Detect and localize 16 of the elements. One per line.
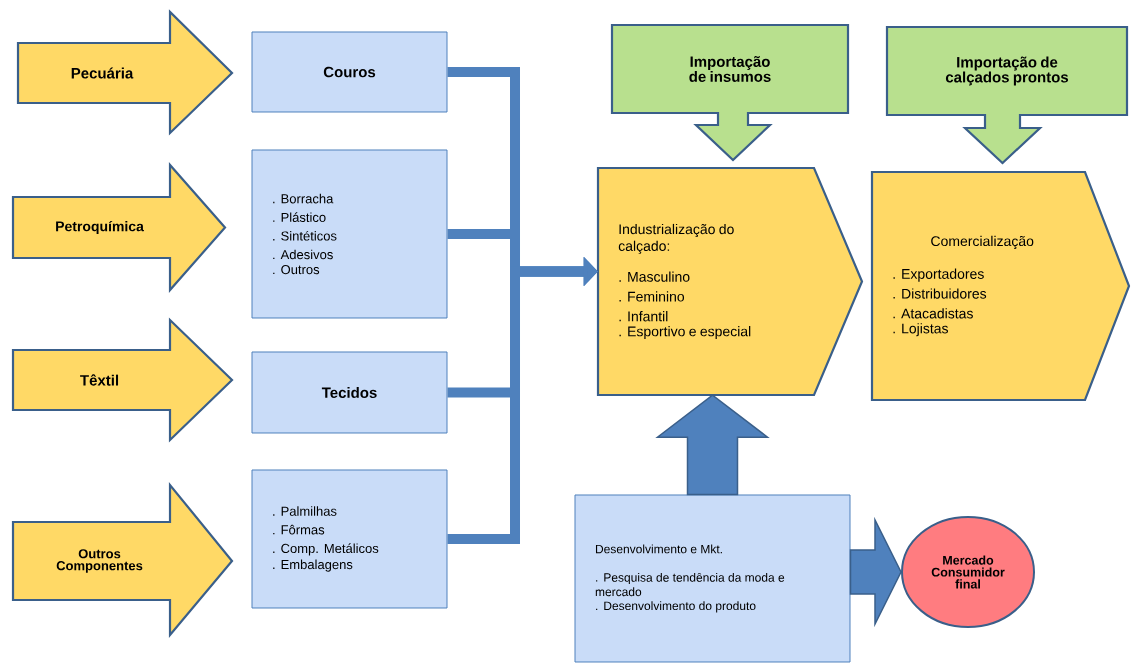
process-box: Couros [251,31,448,113]
process-box: Desenvolvimento e Mkt. . Pesquisa de tendência da moda e mercado . Desenvolvimento do produto [574,494,851,663]
process-box: Tecidos [251,351,448,434]
pentagon-box: Comercialização . Exportadores . Distribuidores . Atacadistas . Lojistas [870,170,1131,402]
arrow-shaped-box: Pecuária [16,9,234,136]
arrow-shaped-box: Outros Componentes [11,481,234,638]
arrow-shaped-box: Têxtil [11,317,234,443]
bracket-arrow [447,257,598,544]
callout-box: Importação de insumos [610,23,850,162]
pentagon-box: Industrialização do calçado: . Masculino . Feminino . Infantil . Esportivo e especial [596,166,864,397]
block-arrow-connector [655,394,770,496]
block-arrow-connector [849,516,902,628]
process-box: . Palmilhas . Fôrmas . Comp. Metálicos . Embalagens [251,469,448,609]
process-box: . Borracha . Plástico . Sintéticos . Adesivos . Outros [251,149,448,319]
arrow-shaped-box: Petroquímica [11,162,227,293]
callout-box: Importação de calçados prontos [885,25,1129,165]
